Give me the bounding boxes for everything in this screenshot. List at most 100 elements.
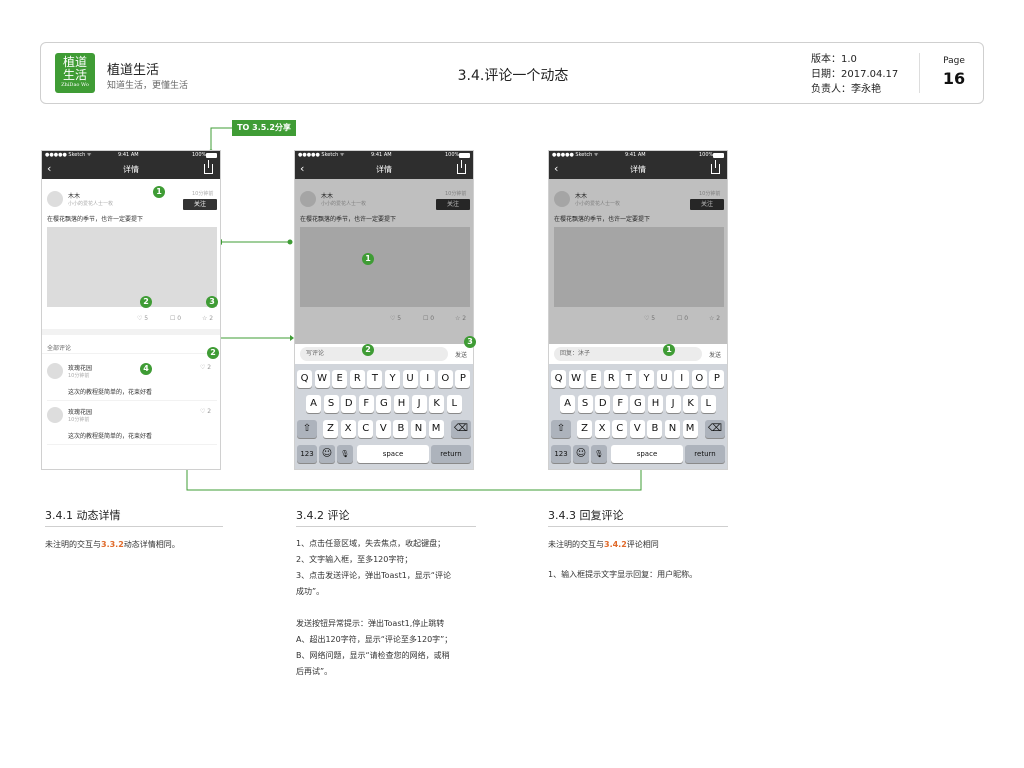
send-button[interactable]: 发送 [455, 352, 468, 359]
body-line: 1、点击任意区域，失去焦点，收起键盘； [296, 539, 446, 548]
follow-button[interactable]: 关注 [183, 199, 217, 210]
mic-key[interactable]: 🎙 [337, 445, 353, 463]
favorite-stat[interactable]: ☆ 2 [202, 315, 214, 322]
key-s[interactable]: S [577, 395, 593, 413]
reply-input[interactable]: 回复：沐子 [554, 347, 702, 361]
phone-screen-detail: ●●●●● Sketch ᯤ 9:41 AM 100% ‹ 详情 木木 小小的爱… [41, 150, 221, 470]
key-q[interactable]: Q [297, 370, 312, 388]
key-o[interactable]: O [437, 370, 453, 388]
key-t[interactable]: T [621, 370, 637, 388]
like-stat[interactable]: ♡ 5 [137, 315, 149, 322]
key-r[interactable]: R [603, 370, 619, 388]
post-image[interactable] [47, 227, 217, 307]
comment-input[interactable]: 写评论 [300, 347, 448, 361]
avatar[interactable] [47, 191, 63, 207]
key-b[interactable]: B [393, 420, 409, 438]
key-k[interactable]: K [683, 395, 699, 413]
key-k[interactable]: K [429, 395, 445, 413]
key-m[interactable]: M [682, 420, 698, 438]
return-key[interactable]: return [431, 445, 471, 463]
step-badge: 2 [207, 347, 219, 359]
key-u[interactable]: U [656, 370, 672, 388]
to-share-link[interactable]: TO 3.5.2分享 [232, 120, 296, 136]
key-x[interactable]: X [594, 420, 610, 438]
ref-link[interactable]: 3.3.2 [101, 540, 124, 549]
key-f[interactable]: F [612, 395, 628, 413]
key-d[interactable]: D [341, 395, 357, 413]
key-u[interactable]: U [402, 370, 418, 388]
comment-like[interactable]: ♡ 2 [200, 364, 212, 371]
key-x[interactable]: X [340, 420, 356, 438]
mic-key[interactable]: 🎙 [591, 445, 607, 463]
share-icon[interactable] [457, 160, 466, 174]
key-w[interactable]: W [314, 370, 330, 388]
share-icon[interactable] [711, 160, 720, 174]
key-i[interactable]: I [674, 370, 690, 388]
key-e[interactable]: E [332, 370, 348, 388]
key-j[interactable]: J [665, 395, 681, 413]
phone-screen-comment: ●●●●● Sketch ᯤ 9:41 AM 100% ‹ 详情 木木 小小的爱… [294, 150, 474, 470]
key-l[interactable]: L [700, 395, 716, 413]
key-i[interactable]: I [420, 370, 436, 388]
key-q[interactable]: Q [551, 370, 566, 388]
key-v[interactable]: V [375, 420, 391, 438]
key-r[interactable]: R [349, 370, 365, 388]
key-o[interactable]: O [691, 370, 707, 388]
key-e[interactable]: E [586, 370, 602, 388]
key-n[interactable]: N [411, 420, 426, 438]
comment-stat: ☐ 0 [677, 315, 689, 322]
key-z[interactable]: Z [577, 420, 592, 438]
key-a[interactable]: A [560, 395, 575, 413]
avatar[interactable] [47, 407, 63, 423]
comment-author[interactable]: 玫瑰花园 [68, 365, 93, 372]
shift-key[interactable]: ⇧ [297, 420, 317, 438]
back-icon[interactable]: ‹ [300, 162, 305, 175]
numbers-key[interactable]: 123 [297, 445, 317, 463]
share-icon[interactable] [204, 160, 213, 174]
key-h[interactable]: H [394, 395, 409, 413]
key-f[interactable]: F [358, 395, 374, 413]
key-c[interactable]: C [358, 420, 374, 438]
backspace-key[interactable]: ⌫ [451, 420, 471, 438]
dim-overlay[interactable] [295, 179, 473, 344]
post-text: 在樱花飘落的季节，也许一定要提下 [47, 216, 144, 223]
key-d[interactable]: D [595, 395, 611, 413]
key-y[interactable]: Y [639, 370, 654, 388]
author-name[interactable]: 木木 [68, 193, 81, 200]
key-a[interactable]: A [306, 395, 321, 413]
key-b[interactable]: B [647, 420, 663, 438]
send-button[interactable]: 发送 [709, 352, 722, 359]
ref-link[interactable]: 3.4.2 [604, 540, 627, 549]
comment-like[interactable]: ♡ 2 [200, 408, 212, 415]
comment-author[interactable]: 玫瑰花园 [68, 409, 93, 416]
key-c[interactable]: C [612, 420, 628, 438]
key-n[interactable]: N [665, 420, 680, 438]
space-key[interactable]: space [357, 445, 429, 463]
emoji-key[interactable]: ☺ [573, 445, 589, 463]
shift-key[interactable]: ⇧ [551, 420, 571, 438]
back-icon[interactable]: ‹ [554, 162, 559, 175]
key-l[interactable]: L [446, 395, 462, 413]
key-g[interactable]: G [376, 395, 392, 413]
return-key[interactable]: return [685, 445, 725, 463]
key-w[interactable]: W [568, 370, 584, 388]
numbers-key[interactable]: 123 [551, 445, 571, 463]
emoji-key[interactable]: ☺ [319, 445, 335, 463]
key-s[interactable]: S [323, 395, 339, 413]
key-p[interactable]: P [455, 370, 471, 388]
key-v[interactable]: V [629, 420, 645, 438]
avatar[interactable] [47, 363, 63, 379]
key-z[interactable]: Z [323, 420, 338, 438]
key-h[interactable]: H [648, 395, 663, 413]
backspace-key[interactable]: ⌫ [705, 420, 725, 438]
key-t[interactable]: T [367, 370, 383, 388]
comment-stat[interactable]: ☐ 0 [170, 315, 182, 322]
key-p[interactable]: P [709, 370, 725, 388]
key-y[interactable]: Y [385, 370, 400, 388]
key-j[interactable]: J [411, 395, 427, 413]
key-m[interactable]: M [428, 420, 444, 438]
dim-overlay[interactable] [549, 179, 727, 344]
back-icon[interactable]: ‹ [47, 162, 52, 175]
space-key[interactable]: space [611, 445, 683, 463]
key-g[interactable]: G [630, 395, 646, 413]
